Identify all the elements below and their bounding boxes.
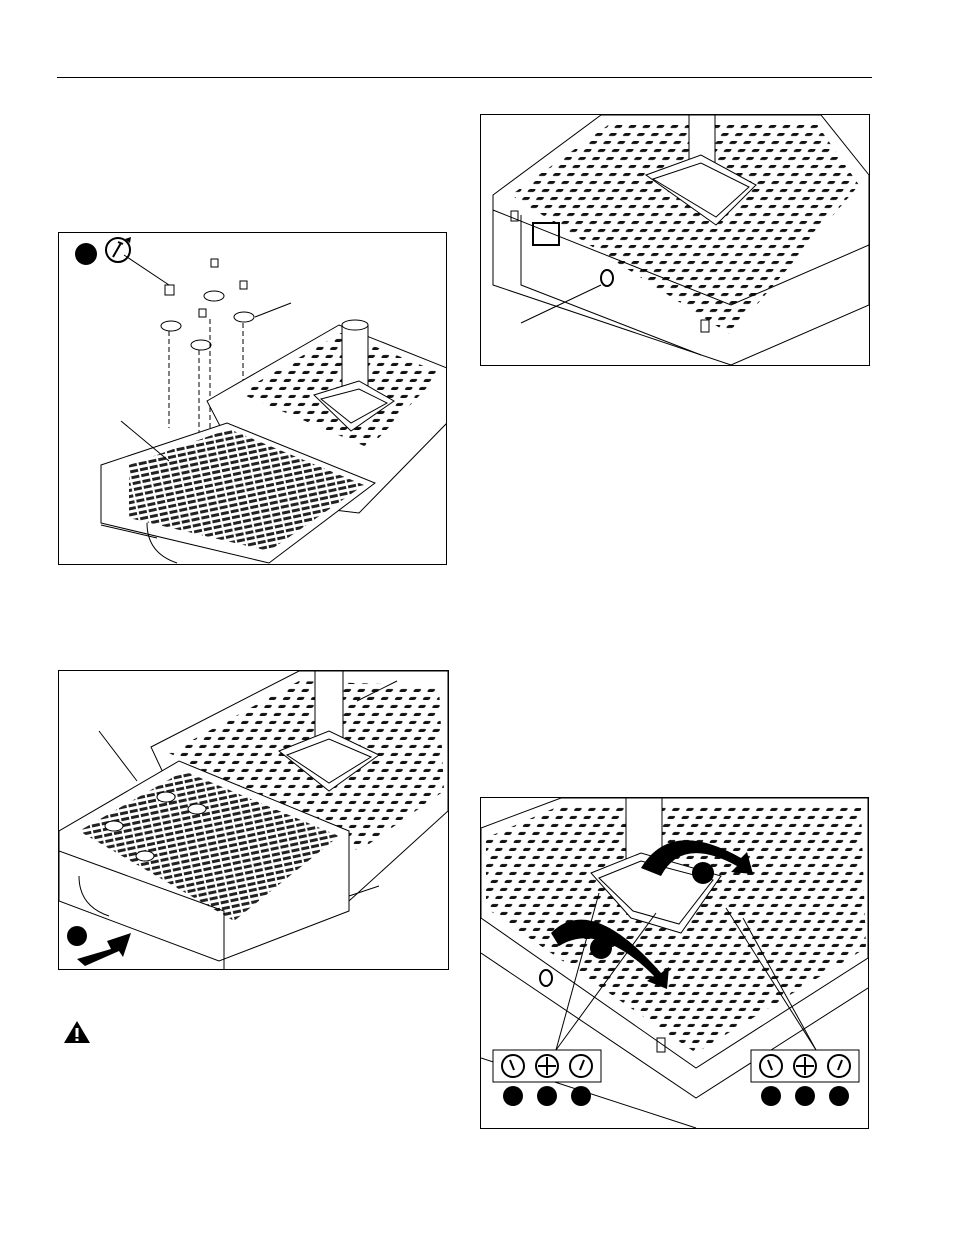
header-rule [57, 77, 872, 78]
callout-marker [829, 1086, 849, 1106]
callout-marker [590, 937, 612, 959]
callout-marker [692, 862, 714, 884]
callout-marker [75, 243, 97, 265]
callout-marker [503, 1086, 523, 1106]
figure-tray-slide [58, 670, 449, 970]
tilt-left-icon [502, 1055, 524, 1077]
move-icon [536, 1055, 558, 1077]
wrench-rotate-icon [106, 237, 131, 262]
callout-marker [571, 1086, 591, 1106]
figure-d-drawing [481, 798, 868, 1128]
callout-marker [761, 1086, 781, 1106]
tilt-left-icon [760, 1055, 782, 1077]
move-icon [794, 1055, 816, 1077]
callout-marker [537, 1086, 557, 1106]
callout-marker [795, 1086, 815, 1106]
adjustment-icon-strip-left [493, 1050, 601, 1106]
warning-triangle-icon [63, 1020, 91, 1044]
figure-c-drawing [59, 671, 448, 969]
adjustment-icon-strip-right [751, 1050, 859, 1106]
tilt-right-icon [828, 1055, 850, 1077]
figure-adjustment [480, 797, 869, 1129]
tilt-right-icon [570, 1055, 592, 1077]
figure-plate-underside [480, 114, 870, 366]
figure-washer-installation [58, 232, 447, 565]
figure-a-drawing [59, 233, 446, 564]
figure-b-drawing [481, 115, 869, 365]
callout-marker [67, 926, 87, 946]
